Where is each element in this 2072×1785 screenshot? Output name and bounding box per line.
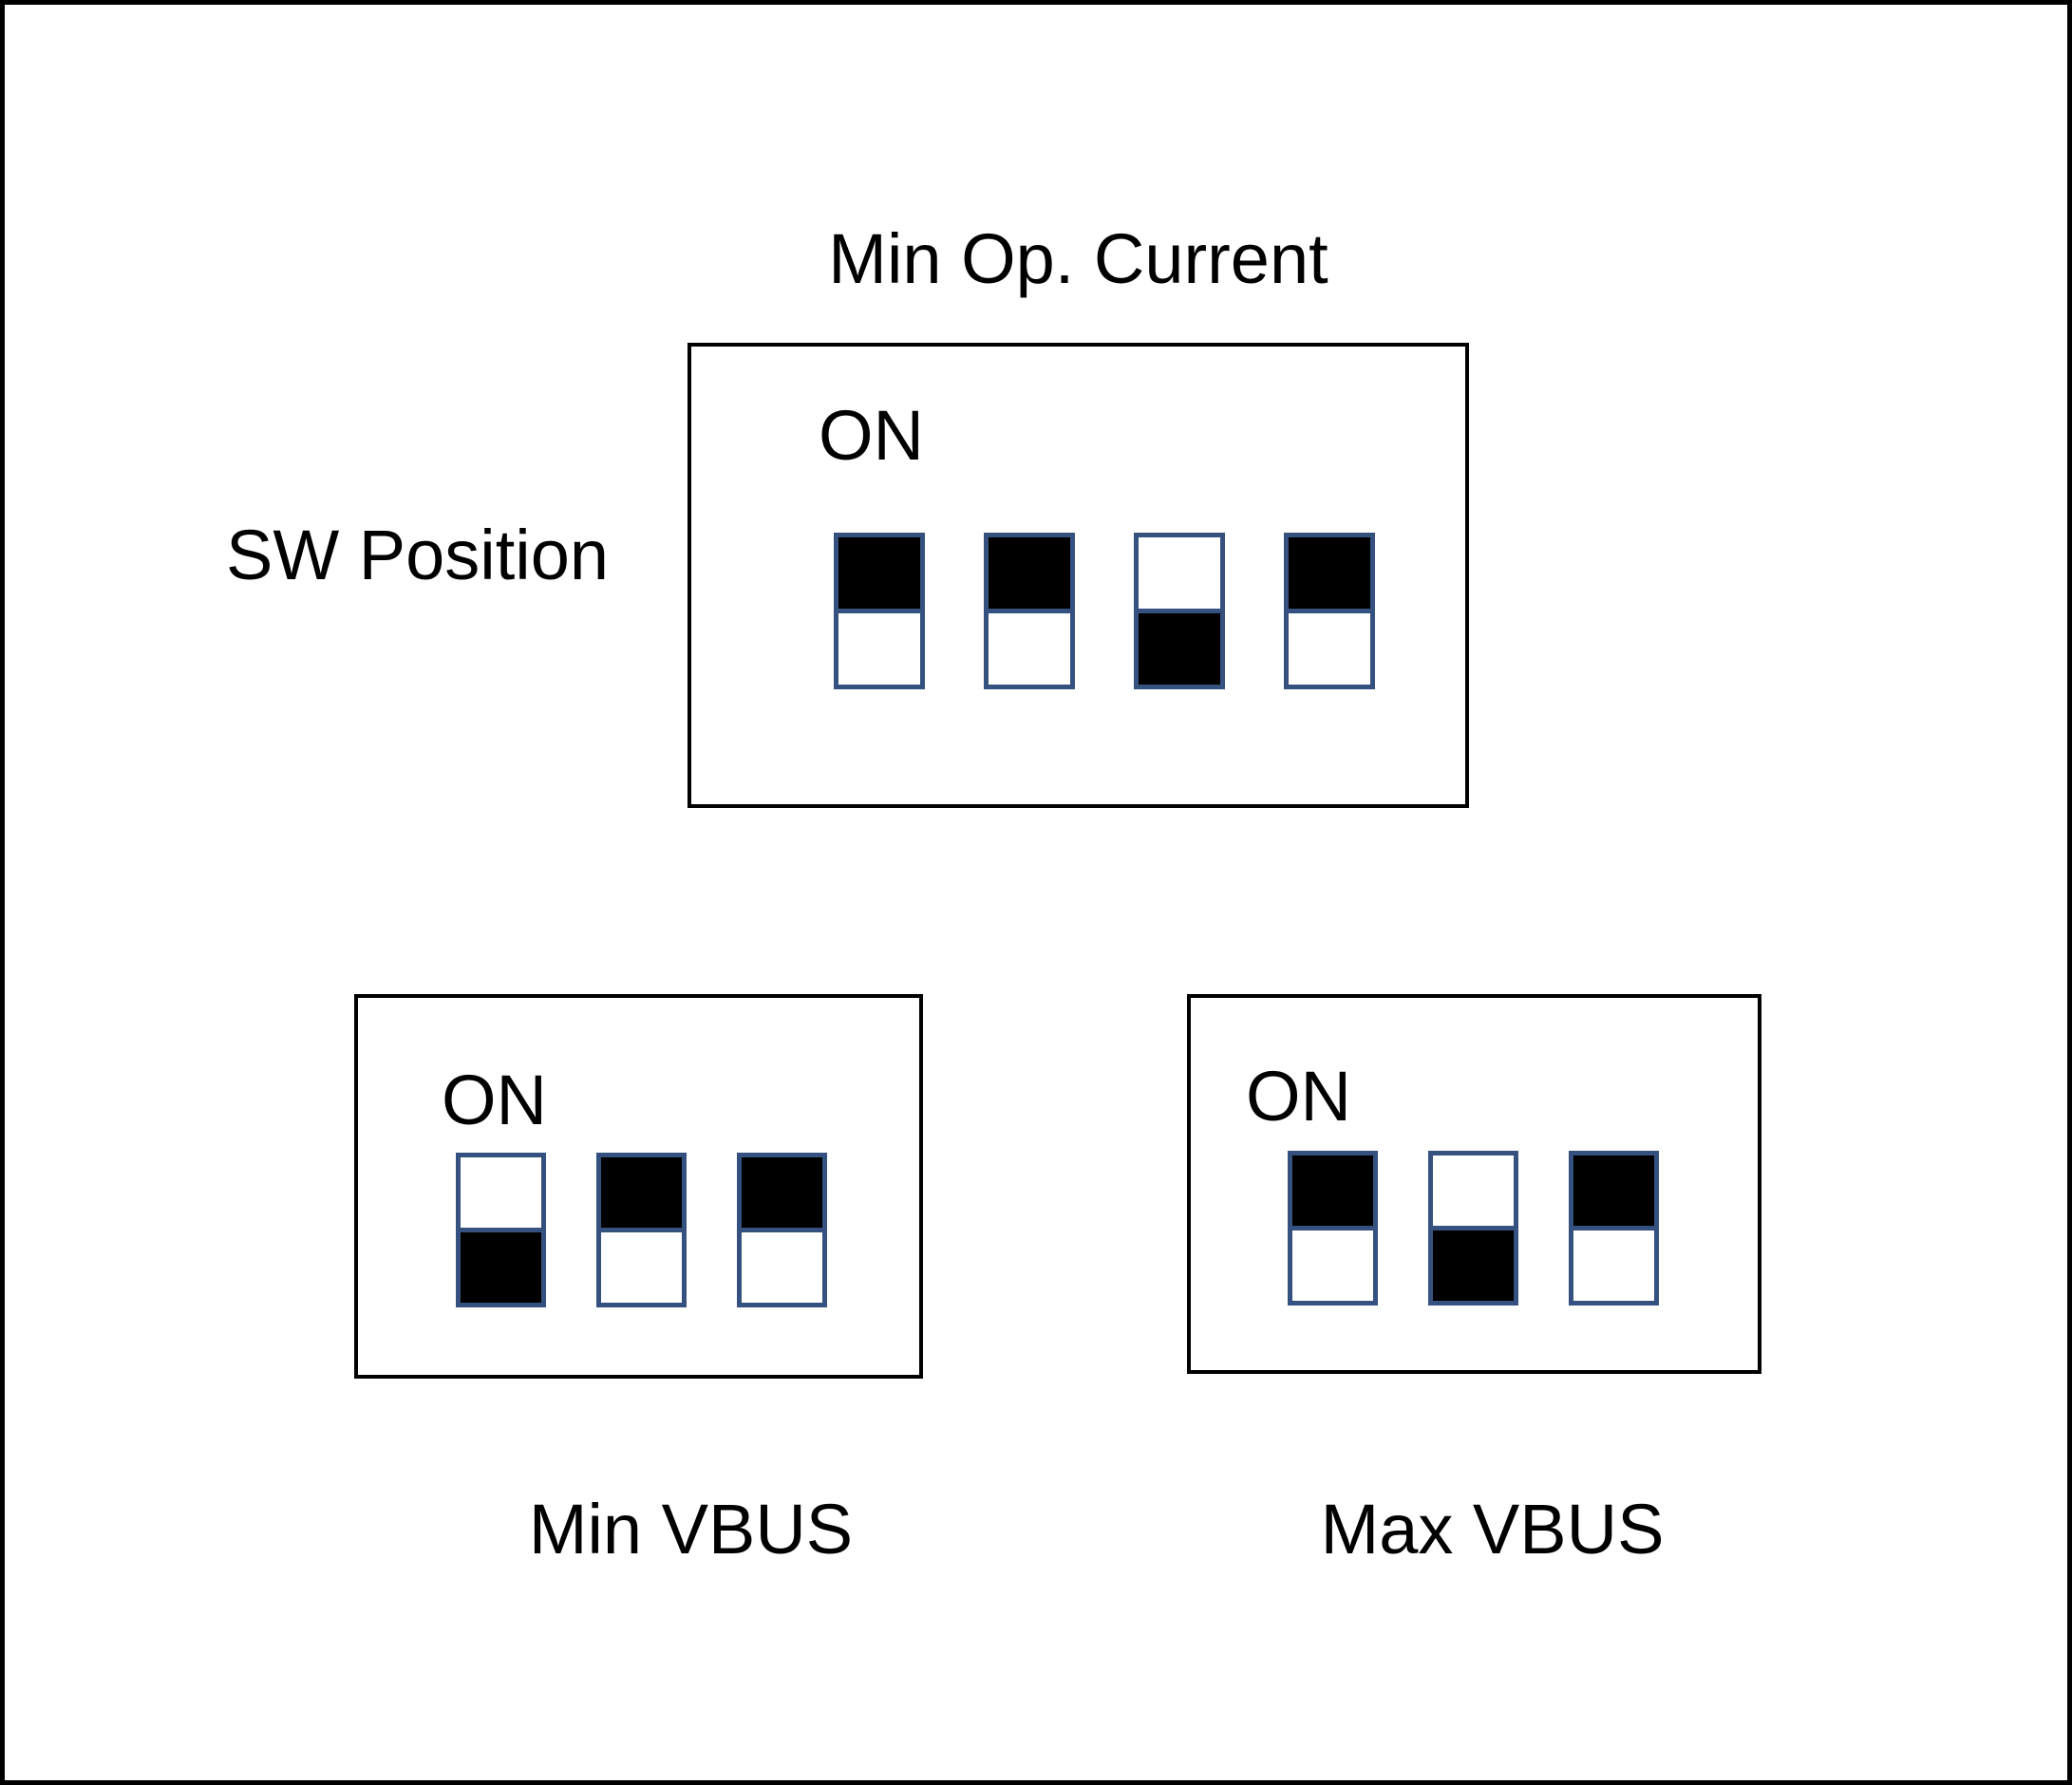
switch-bottom-half [1292,1231,1373,1301]
switch-bottom-half [742,1232,822,1303]
dip-switch-1-on [834,533,925,689]
dip-switch-3-on [737,1153,827,1307]
figure-title: Min Op. Current [828,219,1328,298]
caption-max-vbus: Max VBUS [1320,1490,1665,1569]
switch-bottom-half [601,1232,682,1303]
switch-bottom-half [1139,613,1220,685]
on-orientation-label: ON [442,1061,547,1139]
switch-bottom-half [1573,1231,1654,1301]
sw-position-label: SW Position [226,516,610,594]
dip-switch-4-on [1284,533,1375,689]
switch-top-half [461,1157,541,1232]
switch-top-half [601,1157,682,1232]
dip-switch-2-off [1428,1151,1518,1306]
dip-switch-3-on [1569,1151,1659,1306]
dip-switch-2-on [984,533,1075,689]
switch-top-half [742,1157,822,1232]
dip-switch-1-off [456,1153,546,1307]
switch-bottom-half [461,1232,541,1303]
switch-top-half [838,537,920,613]
switch-box-min-vbus: ON [354,994,923,1379]
dip-switch-1-on [1288,1151,1378,1306]
switch-bottom-half [838,613,920,685]
dip-switch-bank-min-op-current [834,533,1375,689]
switch-top-half [1292,1156,1373,1231]
caption-min-vbus: Min VBUS [528,1490,854,1569]
switch-bottom-half [1289,613,1370,685]
switch-top-half [1139,537,1220,613]
switch-box-min-op-current: ON [688,343,1469,808]
dip-switch-2-on [596,1153,687,1307]
on-orientation-label: ON [1246,1057,1351,1136]
switch-top-half [1433,1156,1514,1231]
dip-switch-3-off [1134,533,1225,689]
dip-switch-bank-max-vbus [1288,1151,1659,1306]
switch-top-half [989,537,1070,613]
switch-bottom-half [1433,1231,1514,1301]
switch-bottom-half [989,613,1070,685]
switch-box-max-vbus: ON [1187,994,1761,1374]
switch-top-half [1289,537,1370,613]
switch-top-half [1573,1156,1654,1231]
dip-switch-bank-min-vbus [456,1153,827,1307]
on-orientation-label: ON [819,396,924,475]
